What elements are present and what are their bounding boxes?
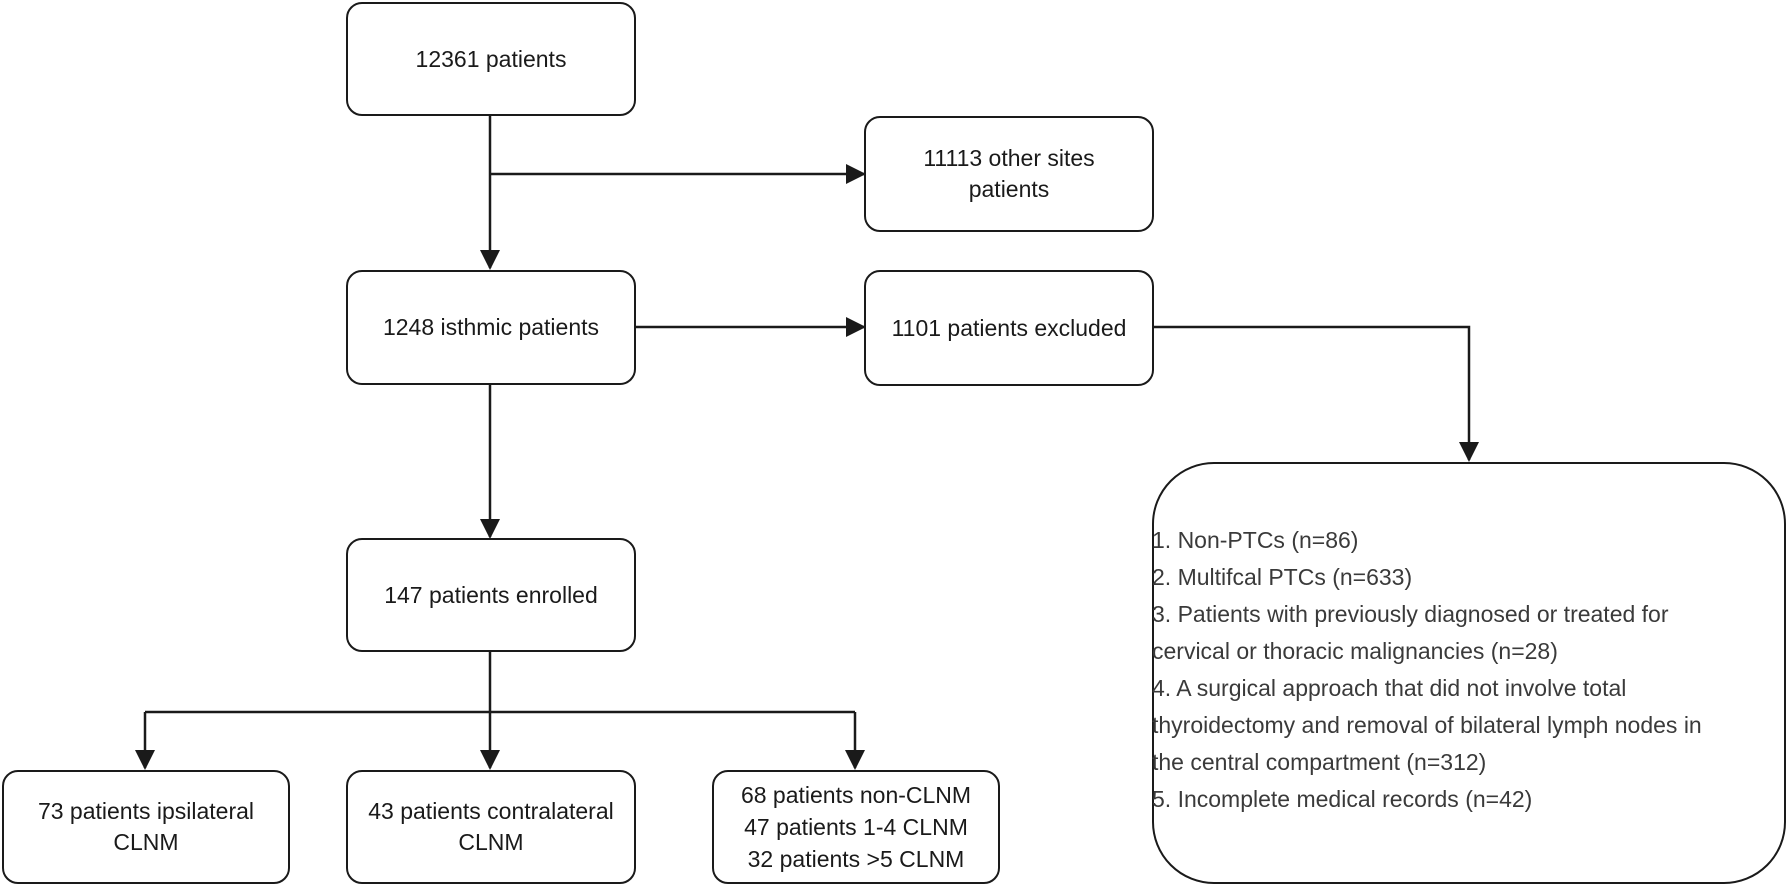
node-other-sites-line2: patients xyxy=(968,176,1050,202)
node-ipsilateral: 73 patients ipsilateral CLNM xyxy=(2,770,290,884)
node-counts-over-5-clnm: 32 patients >5 CLNM xyxy=(747,846,965,872)
criterion-4-line2: thyroidectomy and removal of bilateral l… xyxy=(1152,712,1702,738)
node-total-label: 12361 patients xyxy=(415,45,567,72)
criterion-3-line2: cervical or thoracic malignancies (n=28) xyxy=(1152,638,1558,664)
node-contralateral: 43 patients contralateral CLNM xyxy=(346,770,636,884)
exclusion-criteria-list: 1. Non-PTCs (n=86) 2. Multifcal PTCs (n=… xyxy=(1152,522,1782,818)
node-exclusion-criteria xyxy=(1152,462,1786,884)
node-other-sites: 11113 other sites patients xyxy=(864,116,1154,232)
node-contralateral-line1: 43 patients contralateral xyxy=(368,798,614,824)
node-isthmic-patients: 1248 isthmic patients xyxy=(346,270,636,385)
node-counts-1-4-clnm: 47 patients 1-4 CLNM xyxy=(744,814,968,840)
node-enrolled-label: 147 patients enrolled xyxy=(384,581,598,608)
node-isthmic-label: 1248 isthmic patients xyxy=(382,314,600,340)
node-counts-non-clnm: 68 patients non-CLNM xyxy=(740,782,972,808)
node-total-patients: 12361 patients xyxy=(346,2,636,116)
criterion-3-line1: 3. Patients with previously diagnosed or… xyxy=(1152,601,1669,627)
criterion-4-line3: the central compartment (n=312) xyxy=(1152,749,1487,775)
criterion-4-line1: 4. A surgical approach that did not invo… xyxy=(1152,675,1627,701)
criterion-5: 5. Incomplete medical records (n=42) xyxy=(1152,786,1533,812)
node-enrolled: 147 patients enrolled xyxy=(346,538,636,652)
node-ipsilateral-line2: CLNM xyxy=(113,829,179,855)
node-excluded: 1101 patients excluded xyxy=(864,270,1154,386)
arrow-excluded-to-criteria xyxy=(1152,325,1479,462)
node-other-sites-line1: 11113 other sites xyxy=(923,145,1095,171)
node-ipsilateral-line1: 73 patients ipsilateral xyxy=(37,798,255,824)
node-excluded-label: 1101 patients excluded xyxy=(891,314,1127,341)
criterion-1: 1. Non-PTCs (n=86) xyxy=(1152,527,1359,553)
node-clnm-counts: 68 patients non-CLNM 47 patients 1-4 CLN… xyxy=(712,770,1000,884)
criterion-2: 2. Multifcal PTCs (n=633) xyxy=(1152,564,1413,590)
node-contralateral-line2: CLNM xyxy=(458,829,524,855)
